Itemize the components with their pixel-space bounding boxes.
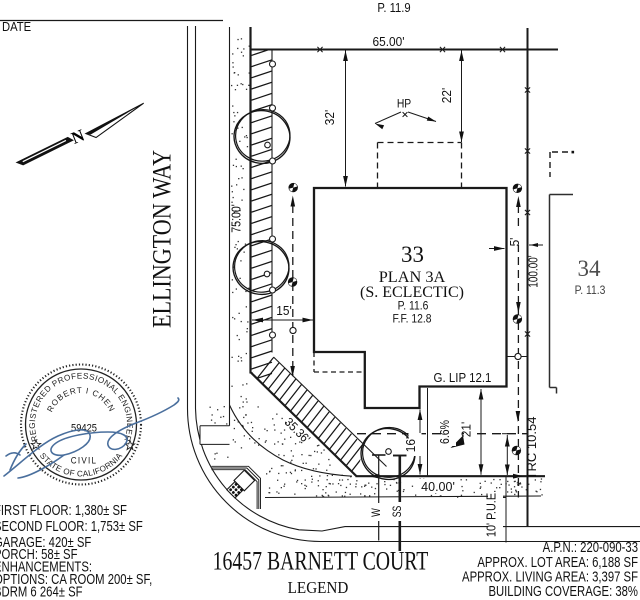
svg-text:GARAGE: 420± SF: GARAGE: 420± SF	[0, 534, 91, 551]
svg-text:TRC 10.54: TRC 10.54	[524, 417, 539, 480]
svg-text:ENHANCEMENTS:: ENHANCEMENTS:	[0, 558, 92, 575]
svg-text:59425: 59425	[71, 423, 97, 435]
svg-text:33: 33	[401, 242, 424, 267]
svg-text:SS: SS	[392, 506, 404, 518]
svg-text:15': 15'	[276, 304, 291, 318]
svg-text:10' P.U.E.: 10' P.U.E.	[485, 490, 499, 537]
svg-text:APPROX. LOT AREA: 6,188 SF: APPROX. LOT AREA: 6,188 SF	[477, 553, 638, 570]
svg-text:32': 32'	[323, 110, 337, 125]
svg-text:LEGEND: LEGEND	[288, 579, 349, 597]
svg-text:DATE: DATE	[2, 19, 31, 34]
svg-text:ROBERT I CHEN: ROBERT I CHEN	[45, 386, 116, 414]
svg-text:P. 11.6: P. 11.6	[398, 300, 429, 313]
svg-text:ELLINGTON WAY: ELLINGTON WAY	[149, 150, 177, 328]
svg-text:35.36': 35.36'	[282, 415, 314, 447]
svg-text:APPROX. LIVING AREA: 3,397 SF: APPROX. LIVING AREA: 3,397 SF	[462, 568, 638, 585]
svg-text:PLAN 3A: PLAN 3A	[379, 267, 446, 286]
svg-text:65.00': 65.00'	[373, 35, 405, 49]
svg-text:PORCH: 58± SF: PORCH: 58± SF	[0, 546, 78, 563]
svg-text:22': 22'	[440, 88, 454, 103]
svg-text:W: W	[371, 508, 383, 517]
svg-text:SECOND FLOOR: 1,753± SF: SECOND FLOOR: 1,753± SF	[0, 518, 143, 535]
svg-text:A.P.N.: 220-090-33: A.P.N.: 220-090-33	[543, 539, 638, 556]
svg-text:16457 BARNETT COURT: 16457 BARNETT COURT	[213, 546, 429, 575]
svg-text:(S. ECLECTIC): (S. ECLECTIC)	[360, 284, 464, 301]
svg-text:BUILDING COVERAGE: 38%: BUILDING COVERAGE: 38%	[488, 583, 638, 600]
svg-text:N: N	[69, 125, 88, 147]
svg-text:6.6%: 6.6%	[439, 420, 452, 444]
svg-text:F.F. 12.8: F.F. 12.8	[392, 313, 431, 326]
svg-text:CIVIL: CIVIL	[71, 455, 98, 466]
svg-text:G. LIP 12.1: G. LIP 12.1	[434, 371, 492, 386]
svg-text:P. 11.3: P. 11.3	[575, 285, 606, 298]
svg-text:21': 21'	[459, 422, 473, 437]
svg-text:100.00': 100.00'	[528, 255, 541, 287]
svg-text:BDRM 6 264± SF: BDRM 6 264± SF	[0, 583, 83, 600]
svg-text:75.00': 75.00'	[230, 204, 244, 233]
svg-text:5': 5'	[508, 238, 522, 247]
svg-text:34: 34	[578, 256, 602, 281]
svg-text:FIRST FLOOR: 1,380± SF: FIRST FLOOR: 1,380± SF	[0, 502, 127, 519]
svg-text:HP: HP	[397, 98, 411, 111]
svg-text:40.00': 40.00'	[421, 480, 455, 494]
svg-text:P. 11.9: P. 11.9	[377, 0, 411, 15]
svg-text:OPTIONS: CA ROOM 200± SF,: OPTIONS: CA ROOM 200± SF,	[0, 571, 152, 588]
svg-text:16': 16'	[404, 437, 418, 452]
